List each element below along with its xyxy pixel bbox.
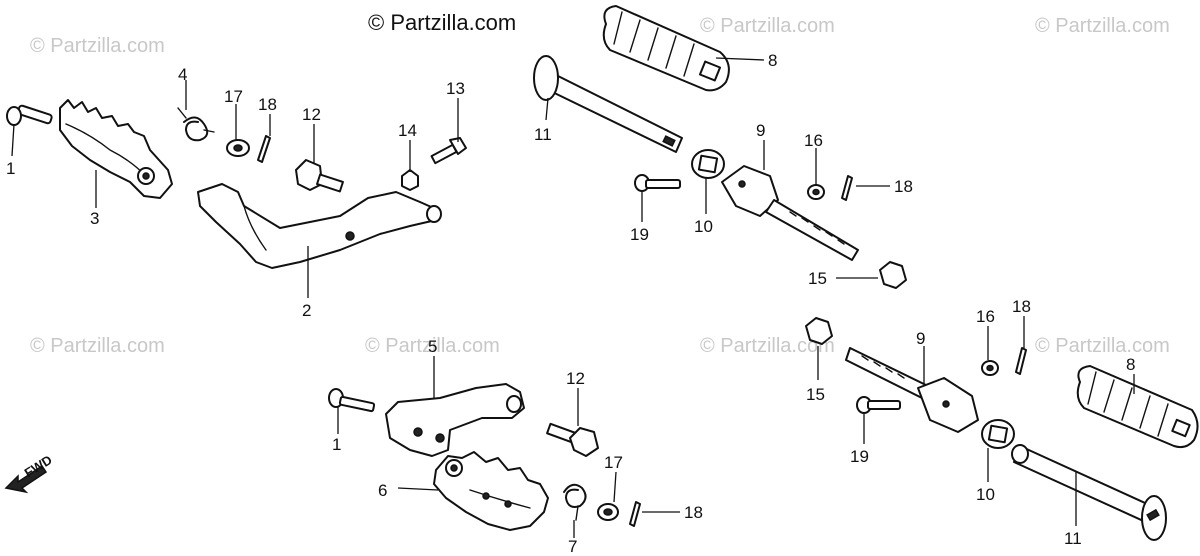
callout-7: 7: [568, 537, 577, 556]
part-18-cotter-pin-upper: [257, 135, 271, 163]
part-5-bracket: [385, 383, 525, 457]
callout-11: 11: [534, 125, 552, 144]
part-19-pin-lower: [856, 396, 901, 414]
callout-14: 14: [398, 121, 417, 140]
part-10-washer-lower: [981, 419, 1015, 449]
callout-10: 10: [976, 485, 995, 504]
callout-9: 9: [756, 121, 765, 140]
watermark: © Partzilla.com: [700, 15, 835, 37]
part-9-clevis-lower: [845, 347, 979, 433]
callout-13: 13: [446, 79, 465, 98]
watermark: © Partzilla.com: [365, 335, 500, 357]
watermark: © Partzilla.com: [700, 335, 835, 357]
part-19-pin-upper: [634, 174, 681, 192]
part-18-cotter-pin-upper-right: [841, 175, 853, 201]
part-2-bracket: [197, 183, 442, 269]
part-4-spring: [177, 107, 215, 142]
part-9-clevis-upper: [721, 165, 859, 261]
callout-9: 9: [916, 329, 925, 348]
callout-3: 3: [90, 209, 99, 228]
callout-15: 15: [808, 269, 827, 288]
part-12-bolt-lower: [546, 422, 599, 457]
callout-17: 17: [224, 87, 243, 106]
callout-18: 18: [894, 177, 913, 196]
leader-lines: [11, 57, 1135, 538]
callout-6: 6: [378, 481, 387, 500]
callout-numbers: 1 3 4 17 18 12 14 13 2 11 8 9 16 18 19 1…: [6, 51, 1135, 556]
callout-1: 1: [332, 435, 341, 454]
watermarks: © Partzilla.com © Partzilla.com © Partzi…: [30, 10, 1170, 357]
callout-19: 19: [850, 447, 869, 466]
part-10-washer-upper: [691, 149, 725, 179]
part-1-pin-upper: [6, 104, 53, 126]
callout-4: 4: [178, 65, 187, 84]
callout-18: 18: [1012, 297, 1031, 316]
callout-8: 8: [1126, 355, 1135, 374]
watermark: © Partzilla.com: [30, 335, 165, 357]
part-3-footpeg: [59, 99, 173, 199]
callout-19: 19: [630, 225, 649, 244]
part-18-cotter-pin-lower-right: [1015, 347, 1027, 375]
part-12-bolt-upper: [295, 159, 344, 193]
callout-8: 8: [768, 51, 777, 70]
part-14-nut: [401, 169, 419, 191]
watermark-top: © Partzilla.com: [368, 10, 516, 35]
part-8-grip-upper: [602, 5, 730, 92]
callout-15: 15: [806, 385, 825, 404]
part-6-footpeg: [433, 451, 549, 531]
callout-11: 11: [1064, 529, 1082, 548]
watermark: © Partzilla.com: [1035, 335, 1170, 357]
callout-12: 12: [302, 105, 321, 124]
washer-hole: [812, 188, 820, 196]
callout-18: 18: [684, 503, 703, 522]
callout-17: 17: [604, 453, 623, 472]
callout-16: 16: [976, 307, 995, 326]
callout-12: 12: [566, 369, 585, 388]
fwd-arrow-icon: [4, 464, 48, 494]
part-7-spring: [563, 483, 587, 521]
part-8-grip-lower: [1076, 365, 1199, 449]
watermark: © Partzilla.com: [30, 35, 165, 57]
part-13-screw: [430, 137, 467, 165]
washer-hole: [233, 144, 243, 152]
washer-hole: [603, 508, 613, 516]
part-11-long-pin-upper: [533, 55, 683, 153]
part-15-nut-lower: [805, 317, 833, 345]
part-15-nut-upper: [879, 261, 907, 289]
part-11-long-pin-lower: [1011, 444, 1167, 541]
callout-1: 1: [6, 159, 15, 178]
watermark: © Partzilla.com: [1035, 15, 1170, 37]
washer-hole: [986, 364, 994, 372]
callout-16: 16: [804, 131, 823, 150]
callout-2: 2: [302, 301, 311, 320]
callout-5: 5: [428, 337, 437, 356]
part-1-pin-lower: [328, 388, 376, 413]
part-18-cotter-pin-lower: [629, 501, 641, 527]
callout-10: 10: [694, 217, 713, 236]
callout-18: 18: [258, 95, 277, 114]
